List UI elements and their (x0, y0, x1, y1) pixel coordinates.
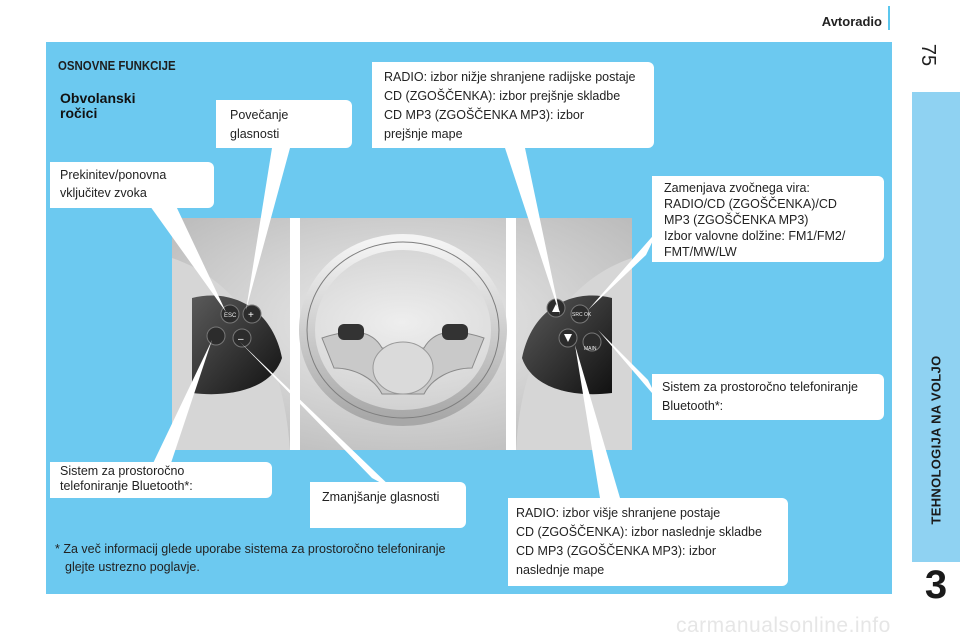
photo-label-esc: ESC (224, 313, 237, 319)
chapter-number: 3 (924, 563, 948, 607)
photo-label-plus: + (248, 310, 254, 321)
steering-wheel-photo: ESC + – SRC OK MAIN (172, 218, 632, 450)
section-title: OSNOVNE FUNKCIJE (58, 58, 176, 73)
callout-mute: Prekinitev/ponovna vključitev zvoka (50, 162, 214, 208)
footnote: * Za več informacij glede uporabe sistem… (55, 540, 505, 576)
side-strip (912, 562, 960, 640)
footnote-line-1: * Za več informacij glede uporabe sistem… (55, 542, 446, 556)
header-accent-rule (888, 6, 890, 30)
callout-volume-down: Zmanjšanje glasnosti (310, 482, 466, 528)
watermark: carmanualsonline.info (676, 614, 891, 637)
footnote-line-2: glejte ustrezno poglavje. (65, 560, 200, 574)
callout-bluetooth-left: Sistem za prostoročno telefoniranje Blue… (50, 462, 272, 498)
callout-radio-previous: RADIO: izbor nižje shranjene radijske po… (372, 62, 654, 148)
callout-bluetooth-right: Sistem za prostoročno telefoniranje Blue… (652, 374, 884, 420)
header-title: Avtoradio (821, 14, 882, 29)
photo-label-src-ok: SRC OK (572, 312, 592, 318)
photo-label-main: MAIN (584, 346, 597, 352)
callout-radio-next: RADIO: izbor višje shranjene postaje CD … (508, 498, 788, 586)
callout-source-select: Zamenjava zvočnega vira: RADIO/CD (ZGOŠČ… (652, 176, 884, 262)
chapter-side-tab (912, 92, 960, 562)
photo-label-minus: – (238, 334, 244, 345)
subsection-title: Obvolanski ročici (60, 90, 136, 121)
callout-volume-up: Povečanje glasnosti (216, 100, 352, 148)
steering-wheel-illustration: ESC + – SRC OK MAIN (172, 218, 632, 450)
